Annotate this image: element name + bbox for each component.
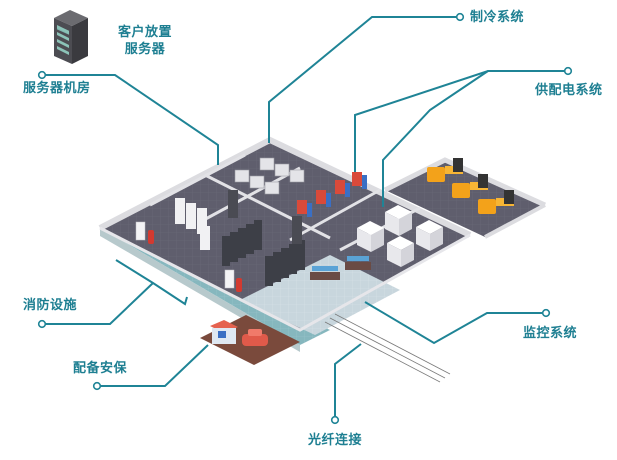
car-icon — [242, 329, 268, 346]
server-rack-icon — [54, 10, 88, 64]
fire-control-cabinets — [135, 221, 235, 289]
server-caption: 客户放置 服务器 — [118, 24, 172, 58]
label-security: 配备安保 — [73, 361, 128, 376]
building-floor — [98, 136, 472, 335]
server-caption-line2: 服务器 — [124, 42, 166, 57]
generator — [427, 158, 463, 182]
label-server-room: 服务器机房 — [23, 81, 91, 96]
generator — [452, 174, 488, 198]
label-fiber: 光纤连接 — [308, 433, 363, 448]
label-cooling: 制冷系统 — [470, 10, 525, 25]
monitoring-desks — [310, 256, 371, 280]
generator — [478, 190, 514, 214]
label-power: 供配电系统 — [535, 83, 603, 98]
leader-lines — [37, 12, 573, 425]
precision-ac-units — [297, 172, 367, 217]
monitoring-room-floor — [240, 255, 400, 335]
security-post — [200, 315, 300, 365]
label-monitoring: 监控系统 — [523, 326, 578, 341]
server-racks — [175, 190, 305, 286]
cooling-units — [234, 157, 305, 195]
power-room — [383, 157, 547, 239]
fire-suppression-cylinders — [148, 230, 242, 292]
label-fire: 消防设施 — [23, 298, 78, 313]
ups-cabinets — [357, 205, 443, 267]
fiber-lines — [324, 313, 451, 383]
server-caption-line1: 客户放置 — [118, 25, 173, 40]
